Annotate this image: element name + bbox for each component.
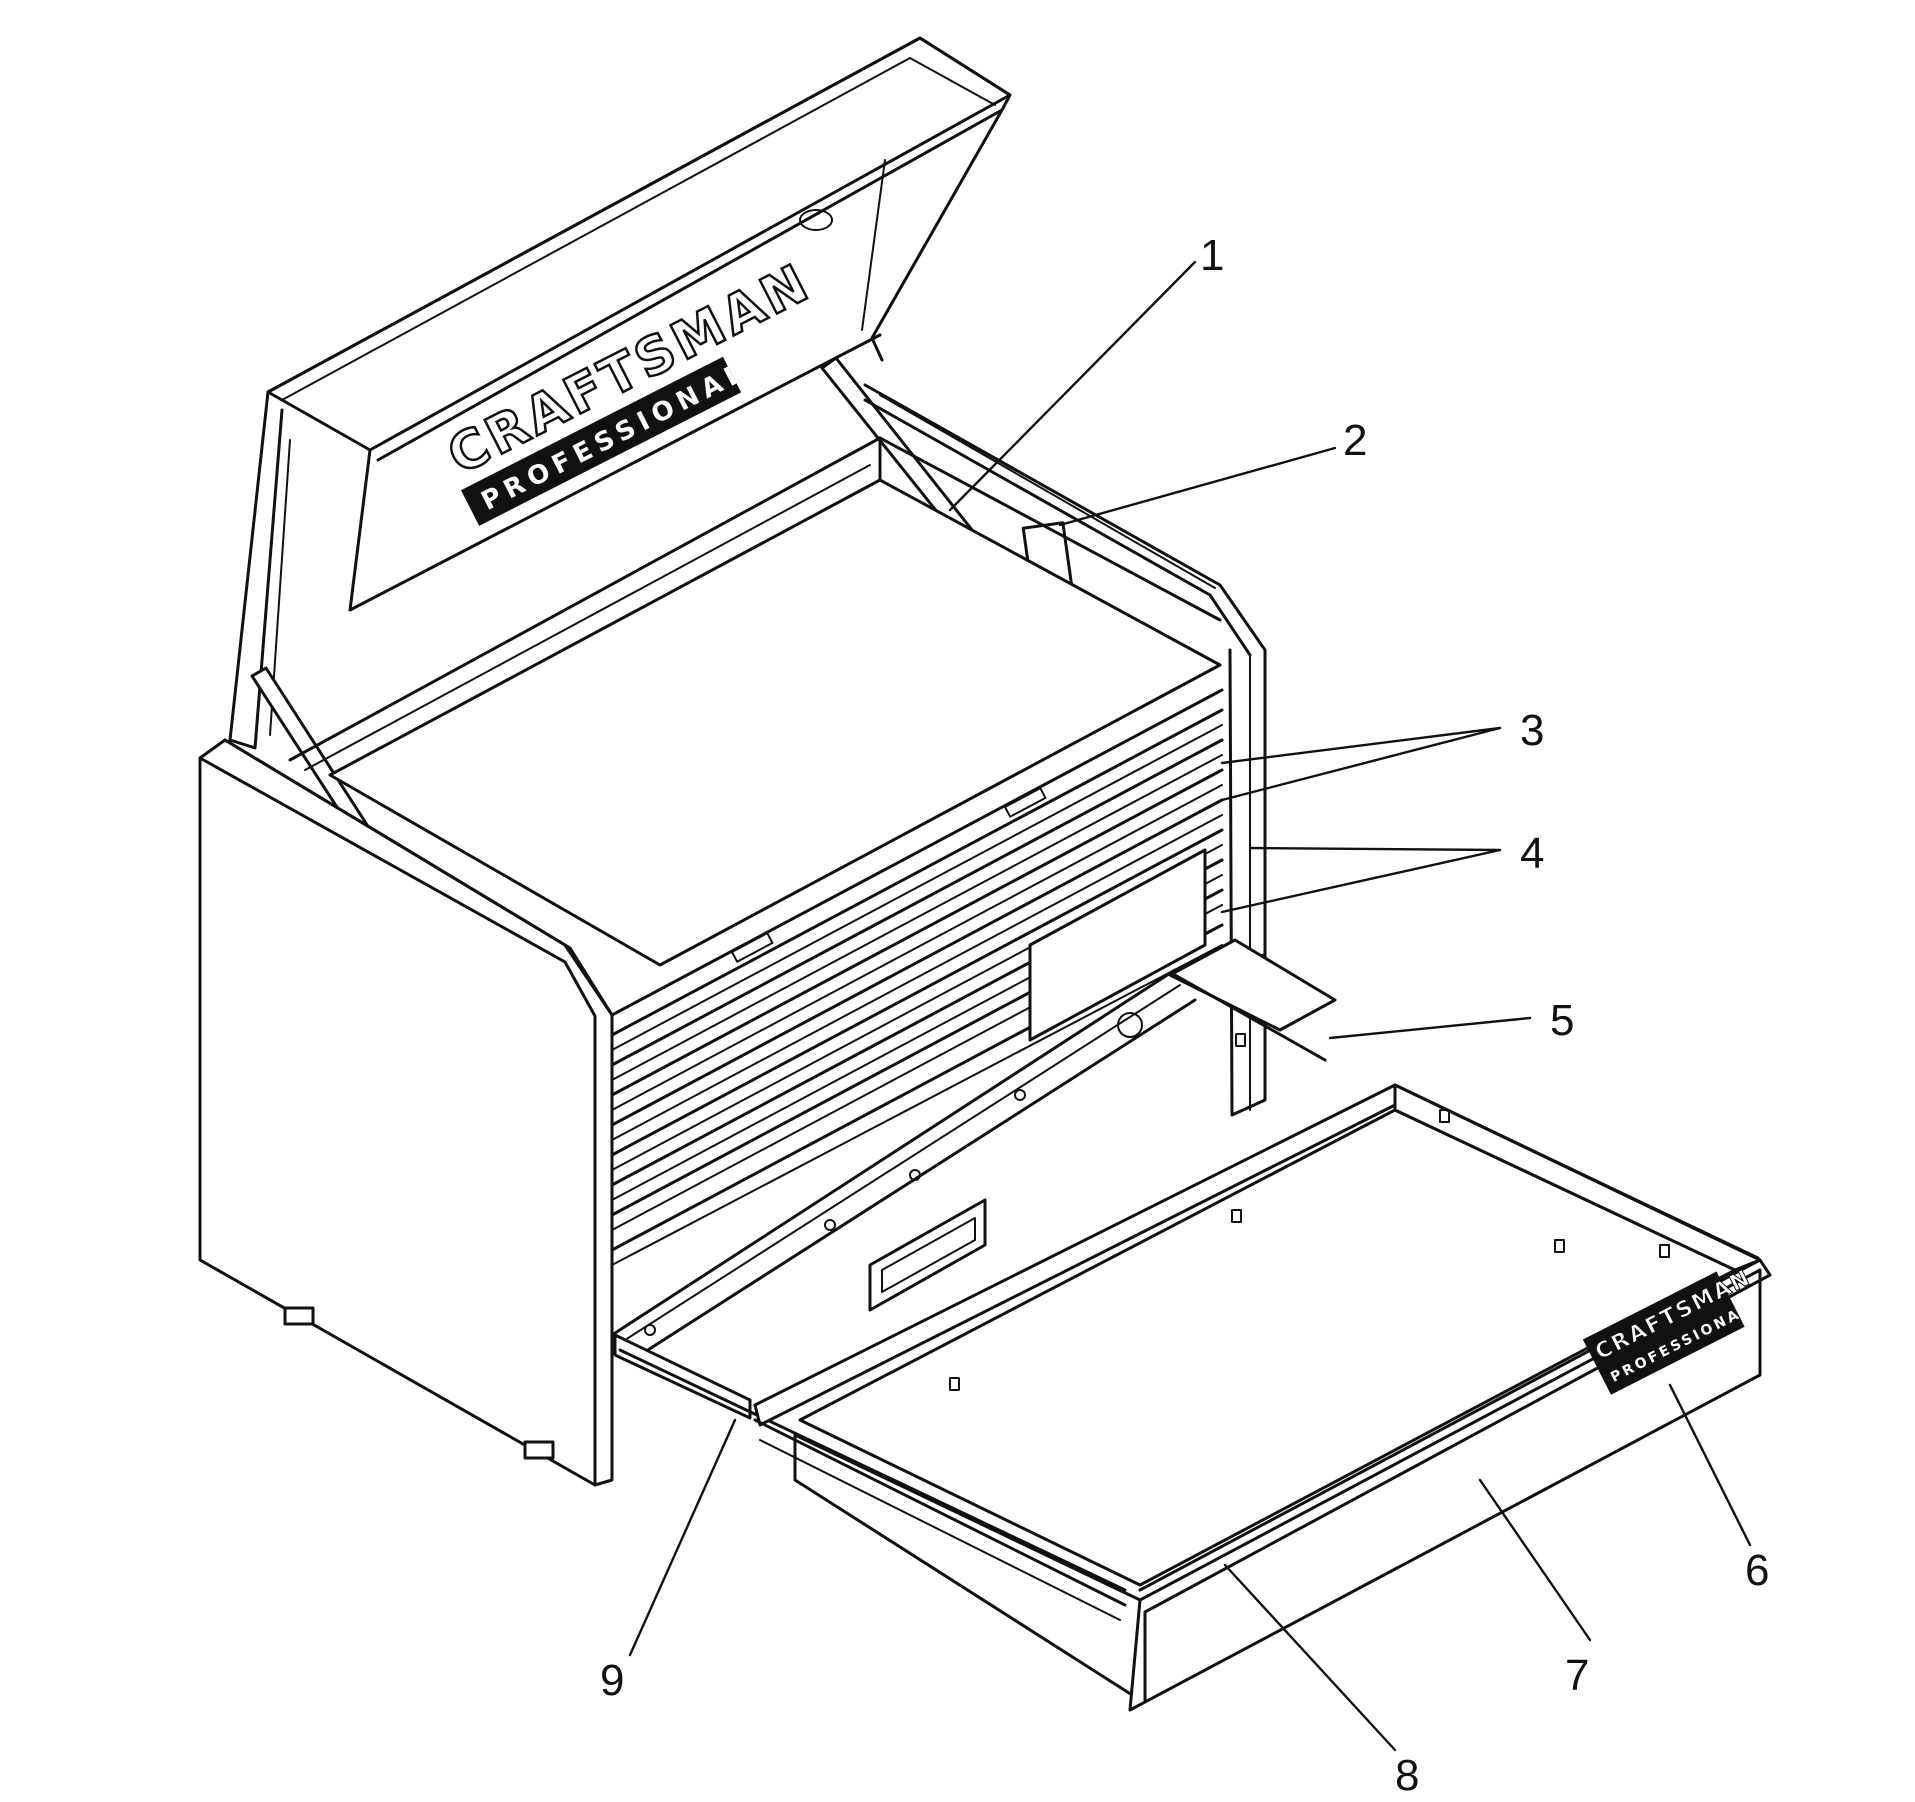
callout-3: 3	[1520, 706, 1544, 755]
callout-5: 5	[1550, 996, 1574, 1045]
lid	[228, 36, 1012, 750]
callout-4: 4	[1520, 829, 1544, 878]
callout-8: 8	[1395, 1751, 1419, 1800]
callout-7: 7	[1565, 1651, 1589, 1700]
leader-lines	[628, 260, 1752, 1752]
callout-6: 6	[1745, 1546, 1769, 1595]
callout-1: 1	[1200, 231, 1224, 280]
open-drawer	[610, 938, 1772, 1712]
callouts: 1 2 3 4 5 6 7 8 9	[600, 231, 1769, 1800]
callout-9: 9	[600, 1656, 624, 1705]
drawer-faces	[610, 688, 1224, 1266]
callout-2: 2	[1343, 416, 1367, 465]
